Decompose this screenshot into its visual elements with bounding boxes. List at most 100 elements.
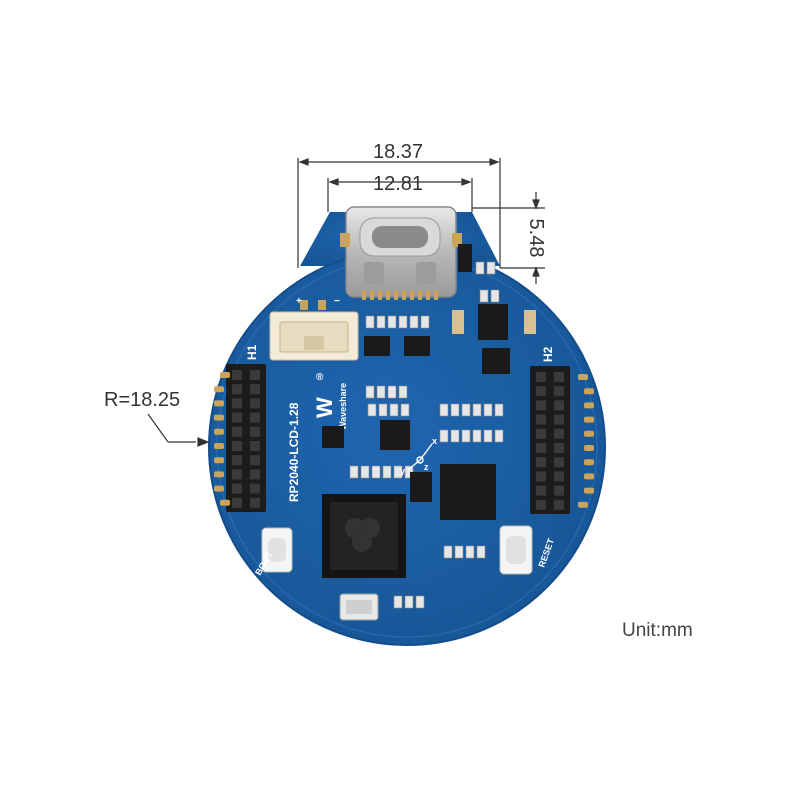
smd-part [360,465,370,479]
smd-part [376,315,386,329]
header-h1-pin [232,497,242,508]
smd-part [371,465,381,479]
smd-part [472,403,482,417]
header-h1-pin [250,370,260,380]
smd-part [365,315,375,329]
smd-part [490,289,500,303]
smd-part [475,261,485,275]
header-h2-pin [554,499,564,510]
header-h2 [530,366,570,514]
axis-z-label: z [424,462,429,472]
edge-pad-right [584,473,594,480]
edge-pad-right [584,416,594,423]
smd-part [443,545,453,559]
edge-pad-right [584,402,594,409]
smd-part [393,465,403,479]
header-h2-pin [536,457,546,468]
header-h2-pin [554,443,564,453]
smd-part [398,385,408,399]
edge-pads-left [214,372,230,506]
header-h1-pin [250,497,260,508]
smd-part [393,595,403,609]
smd-part [450,429,460,443]
crystal [339,593,379,621]
header-h1-pin [250,426,260,437]
edge-pad-left [214,485,224,492]
smd-part [476,545,486,559]
overall-width-label: 18.37 [373,141,423,163]
header-h1-pin [250,441,260,451]
connector-width-label: 12.81 [373,173,423,195]
header-h1-pin [232,398,242,409]
edge-pad-left [214,414,224,421]
boot-button [261,527,293,573]
header-h2-pin [554,471,564,482]
smd-part [465,545,475,559]
battery-connector [269,300,359,361]
smd-part [415,595,425,609]
header-h2-pin [536,386,546,397]
edge-pad-left [214,457,224,464]
smd-part [409,315,419,329]
header-h1-pin [250,469,260,480]
header-h1-pin [250,384,260,395]
smd-part [404,595,414,609]
header-h1 [226,364,266,512]
header-h1-pin [232,483,242,494]
edge-pad-left [214,400,224,407]
connector-offset-label: 5.48 [525,219,547,258]
smd-part [387,315,397,329]
edge-pad-left [214,386,224,393]
smd-components [322,244,536,609]
header-h1-pin [232,455,242,466]
smd-part [472,429,482,443]
reset-button [499,525,533,575]
smd-part [450,403,460,417]
header-h2-pin [536,400,546,411]
dimension-overall-width [297,158,501,268]
header-h2-pin [554,428,564,439]
axis-y-label: y [400,466,405,476]
header-h1-pin [232,370,242,380]
unit-label: Unit:mm [622,620,693,641]
smd-part [382,465,392,479]
smd-part [486,261,496,275]
edge-pad-left [220,372,230,378]
smd-part [494,403,504,417]
smd-part [479,289,489,303]
header-h1-pin [232,384,242,395]
smd-part [367,403,377,417]
header-h2-pin [554,414,564,425]
smd-part [389,403,399,417]
edge-pad-right [584,459,594,466]
header-h1-pin [232,469,242,480]
edge-pad-left [214,428,224,435]
edge-pad-left [214,443,224,449]
smd-part [461,403,471,417]
header-h2-pin [554,400,564,411]
header-h2-pin [554,386,564,397]
logo-glyph: W [312,397,337,418]
smd-part [461,429,471,443]
header-h2-pin [554,457,564,468]
battery-minus-label: − [334,296,340,307]
header-h1-pin [250,483,260,494]
smd-part [378,403,388,417]
header-h2-pin [536,428,546,439]
header-h2-pin [536,443,546,453]
edge-pad-right [578,501,588,508]
header-h2-pin [536,414,546,425]
registered-mark: ® [316,372,324,383]
header-h1-label: H1 [245,344,259,360]
smd-part [365,385,375,399]
smd-part [349,465,359,479]
header-h2-pin [536,485,546,496]
battery-plus-label: + [296,296,302,307]
smd-part [387,385,397,399]
smd-part [439,429,449,443]
waveshare-logo: W [312,397,337,418]
edge-pad-left [214,471,224,478]
header-h1-pin [250,412,260,423]
header-h1-pin [250,455,260,466]
